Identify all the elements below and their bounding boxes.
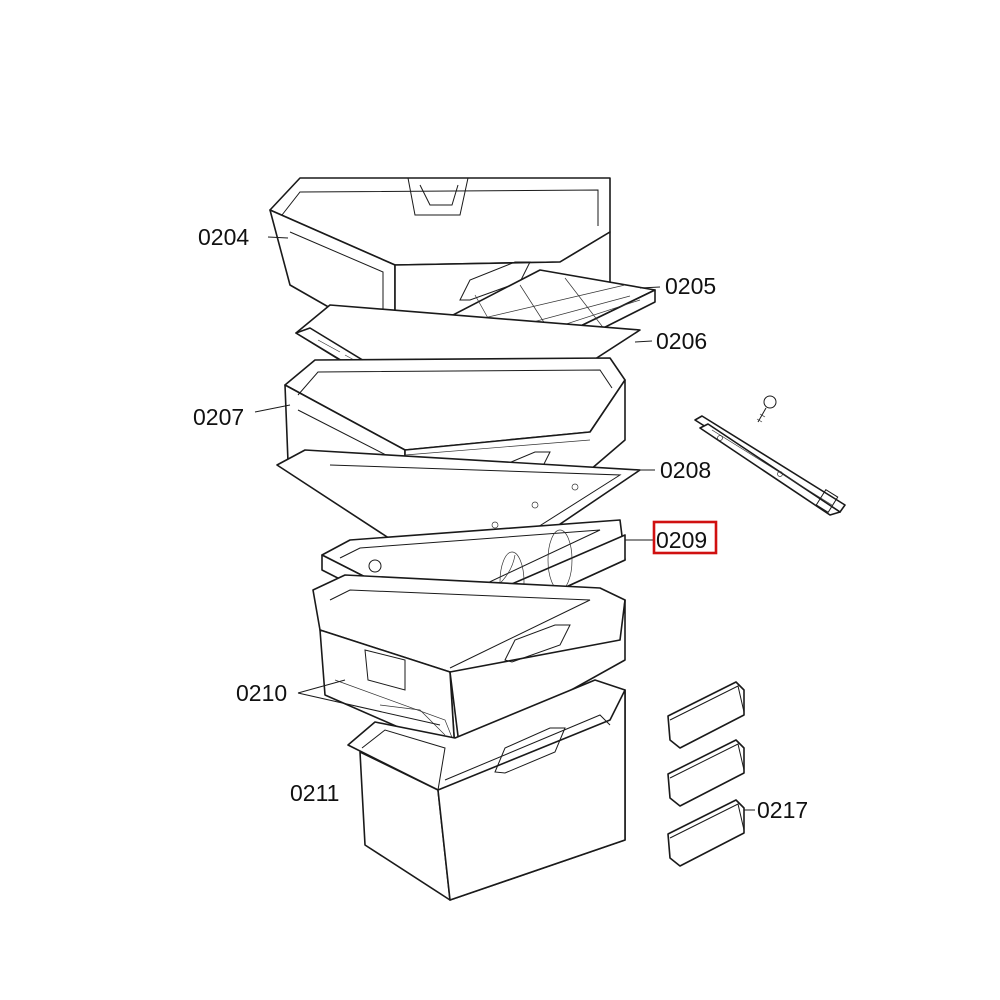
label-0206[interactable]: 0206 xyxy=(656,328,707,354)
label-0210[interactable]: 0210 xyxy=(236,680,287,706)
leader-lines xyxy=(254,236,755,811)
label-0209[interactable]: 0209 xyxy=(656,527,707,553)
door-strip-2[interactable] xyxy=(667,739,745,807)
label-0207[interactable]: 0207 xyxy=(193,404,244,430)
label-0205[interactable]: 0205 xyxy=(665,273,716,299)
highlight-box-0209 xyxy=(652,520,718,555)
label-0217[interactable]: 0217 xyxy=(757,797,808,823)
label-0211[interactable]: 0211 xyxy=(290,780,339,806)
door-strip-1[interactable] xyxy=(667,681,745,749)
screw-icon xyxy=(756,395,777,423)
label-0208[interactable]: 0208 xyxy=(660,457,711,483)
part-0211-bottom-bin[interactable] xyxy=(347,679,626,901)
part-0217-door-strips[interactable] xyxy=(667,681,745,867)
part-0210-lower-drawer[interactable] xyxy=(312,574,626,753)
door-strip-3[interactable] xyxy=(667,799,745,867)
slide-rail-assembly[interactable] xyxy=(694,415,846,516)
part-labels: 0204 0205 0206 0207 0208 0209 0210 0211 … xyxy=(193,224,808,823)
label-0204[interactable]: 0204 xyxy=(198,224,249,250)
